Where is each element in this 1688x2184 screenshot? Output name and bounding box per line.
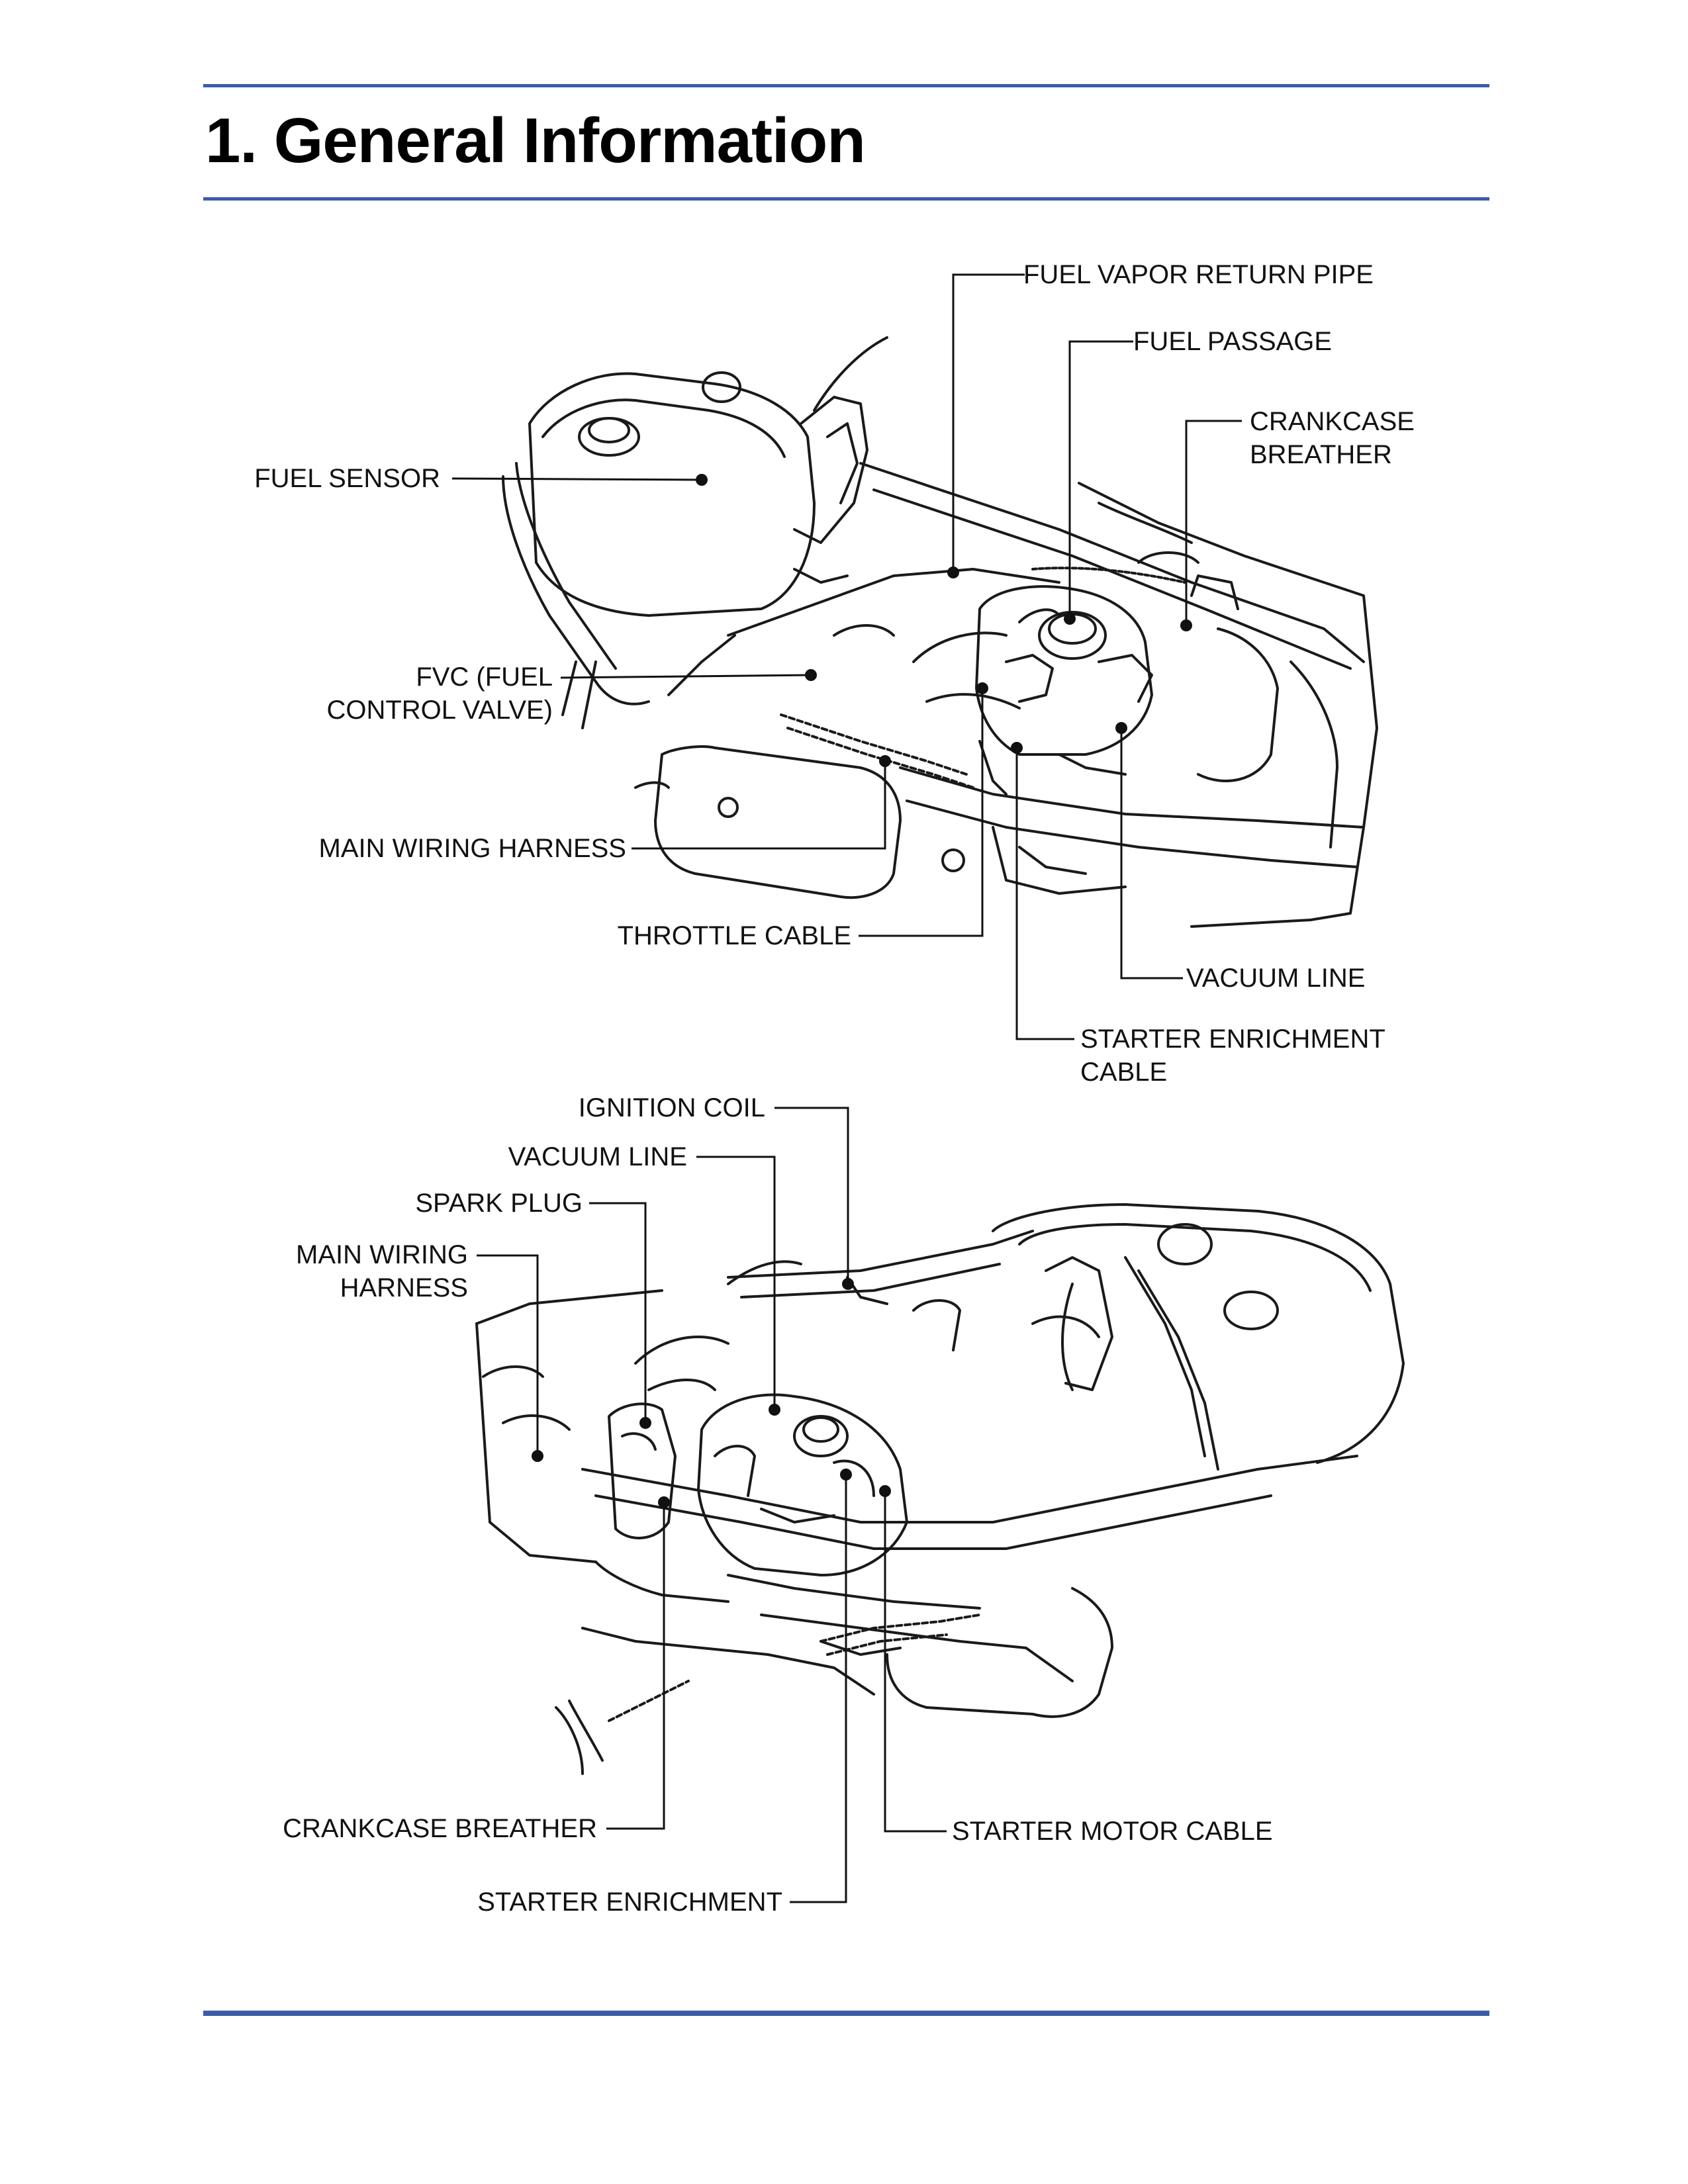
- footer-rule: [203, 2011, 1489, 2016]
- label-fuel-sensor: FUEL SENSOR: [254, 464, 440, 493]
- label-main-wiring-harness-bottom: MAIN WIRING HARNESS: [296, 1238, 468, 1304]
- bottom-engine-drawing: [475, 1203, 1405, 1775]
- label-fuel-vapor-return-pipe: FUEL VAPOR RETURN PIPE: [1023, 260, 1374, 289]
- label-fuel-passage: FUEL PASSAGE: [1133, 327, 1333, 356]
- page-title: 1. General Information: [205, 105, 866, 176]
- header-top-rule: [203, 84, 1489, 87]
- label-line: FVC (FUEL: [416, 662, 553, 692]
- label-main-wiring-harness-top: MAIN WIRING HARNESS: [318, 834, 626, 863]
- label-crankcase-breather-top: CRANKCASE BREATHER: [1250, 405, 1415, 471]
- label-crankcase-breather-bottom: CRANKCASE BREATHER: [283, 1814, 597, 1843]
- label-line: CONTROL VALVE): [326, 696, 553, 725]
- label-ignition-coil: IGNITION COIL: [578, 1093, 765, 1122]
- header-bottom-rule: [203, 197, 1489, 201]
- label-spark-plug: SPARK PLUG: [415, 1189, 583, 1218]
- label-line: BREATHER: [1250, 440, 1392, 469]
- label-line: MAIN WIRING: [296, 1240, 468, 1269]
- label-fvc-fuel-control-valve: FVC (FUEL CONTROL VALVE): [326, 660, 553, 727]
- label-line: CABLE: [1080, 1058, 1168, 1087]
- label-starter-motor-cable: STARTER MOTOR CABLE: [952, 1817, 1273, 1846]
- label-starter-enrichment-cable: STARTER ENRICHMENT CABLE: [1080, 1023, 1385, 1089]
- label-vacuum-line-bottom: VACUUM LINE: [508, 1142, 687, 1171]
- label-line: CRANKCASE: [1250, 407, 1415, 436]
- label-line: HARNESS: [340, 1273, 468, 1302]
- top-engine-drawing: [502, 336, 1378, 928]
- label-vacuum-line-top: VACUUM LINE: [1186, 964, 1366, 993]
- label-starter-enrichment-bottom: STARTER ENRICHMENT: [477, 1888, 782, 1917]
- label-throttle-cable: THROTTLE CABLE: [617, 921, 851, 950]
- label-line: STARTER ENRICHMENT: [1080, 1024, 1385, 1054]
